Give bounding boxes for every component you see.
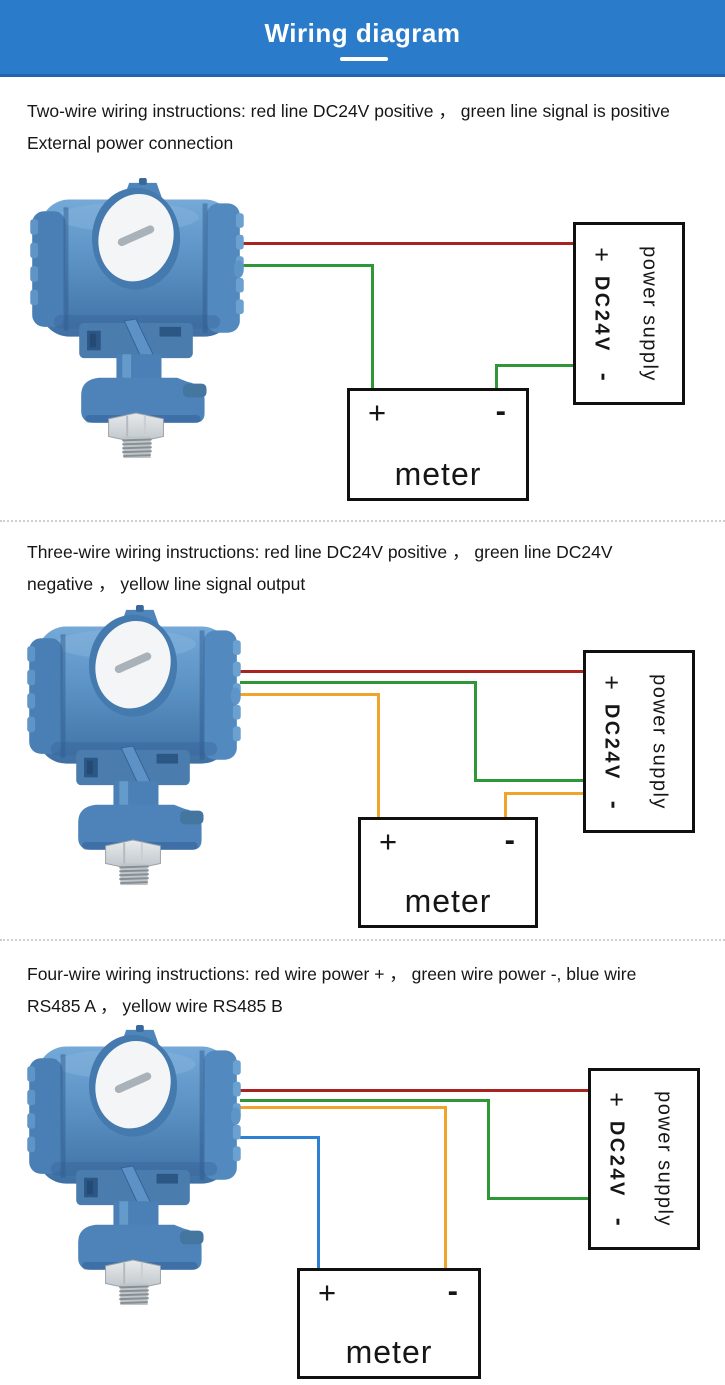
meter-plus-terminal: +: [368, 395, 387, 430]
wire-blue-segment: [240, 1136, 320, 1139]
wire-green-segment: [474, 779, 583, 782]
instruction-line: Two-wire wiring instructions: red line D…: [27, 101, 670, 121]
dc24v-label: DC24V: [605, 1120, 628, 1198]
power-supply-label: power supply: [638, 245, 661, 382]
meter-plus-terminal: +: [318, 1275, 337, 1310]
instruction-line: External power connection: [27, 133, 234, 153]
title-underline: [340, 57, 388, 61]
wire-yellow-segment: [444, 1106, 447, 1268]
wire-green-segment: [474, 681, 477, 782]
meter-label: meter: [404, 883, 492, 919]
meter-label: meter: [345, 1334, 433, 1370]
wire-blue-segment: [317, 1136, 320, 1268]
power-supply-label: power supply: [653, 1091, 676, 1227]
power-terminals-column: + DC24V -: [602, 1092, 633, 1226]
section-four-wire-instructions: Four-wire wiring instructions: red wire …: [27, 958, 719, 1022]
wire-yellow-segment: [504, 792, 583, 795]
instruction-line: negative ， yellow line signal output: [27, 574, 306, 594]
section-divider: [0, 939, 725, 941]
header-banner: Wiring diagram: [0, 0, 725, 77]
wire-red-segment: [240, 1089, 588, 1092]
instruction-line: RS485 A ， yellow wire RS485 B: [27, 996, 283, 1016]
wire-green-segment: [487, 1197, 588, 1200]
pressure-transmitter-photo: [25, 1023, 243, 1307]
power-minus-terminal: -: [605, 1217, 633, 1226]
power-minus-terminal: -: [590, 372, 618, 381]
meter-box: + - meter: [358, 817, 538, 928]
meter-box: + - meter: [297, 1268, 481, 1379]
power-terminals-column: + DC24V -: [597, 675, 628, 809]
meter-label: meter: [394, 456, 482, 492]
wire-red-segment: [240, 670, 583, 673]
power-plus-terminal: +: [602, 1092, 631, 1107]
power-supply-label: power supply: [648, 673, 671, 810]
meter-box: + - meter: [347, 388, 529, 501]
wire-green-segment: [487, 1099, 490, 1200]
section-three-wire-instructions: Three-wire wiring instructions: red line…: [27, 536, 719, 600]
wire-green-segment: [240, 264, 374, 267]
power-plus-terminal: +: [597, 674, 626, 690]
wire-yellow-segment: [240, 693, 380, 696]
wire-green-segment: [495, 364, 573, 367]
wire-green-segment: [371, 264, 374, 388]
instruction-line: Three-wire wiring instructions: red line…: [27, 542, 613, 562]
wire-green-segment: [240, 681, 477, 684]
meter-minus-terminal: -: [447, 1273, 458, 1308]
dc24v-label: DC24V: [590, 275, 613, 353]
meter-plus-terminal: +: [379, 824, 398, 859]
page-title: Wiring diagram: [264, 18, 461, 48]
meter-minus-terminal: -: [495, 393, 506, 428]
pressure-transmitter-photo: [25, 603, 243, 887]
wire-yellow-segment: [504, 792, 507, 817]
wire-green-segment: [240, 1099, 490, 1102]
wire-red-segment: [240, 242, 573, 245]
section-divider: [0, 520, 725, 522]
wire-yellow-segment: [377, 693, 380, 817]
section-two-wire-instructions: Two-wire wiring instructions: red line D…: [27, 95, 719, 159]
dc24v-label: DC24V: [600, 703, 623, 781]
power-supply-box: + DC24V - power supply: [588, 1068, 700, 1250]
power-minus-terminal: -: [600, 800, 628, 809]
wire-green-segment: [495, 364, 498, 388]
pressure-transmitter-photo: [28, 176, 246, 460]
meter-minus-terminal: -: [504, 822, 515, 857]
power-supply-box: + DC24V - power supply: [573, 222, 685, 405]
instruction-line: Four-wire wiring instructions: red wire …: [27, 964, 637, 984]
power-terminals-column: + DC24V -: [587, 247, 618, 381]
power-plus-terminal: +: [587, 246, 616, 262]
power-supply-box: + DC24V - power supply: [583, 650, 695, 833]
wire-yellow-segment: [240, 1106, 447, 1109]
